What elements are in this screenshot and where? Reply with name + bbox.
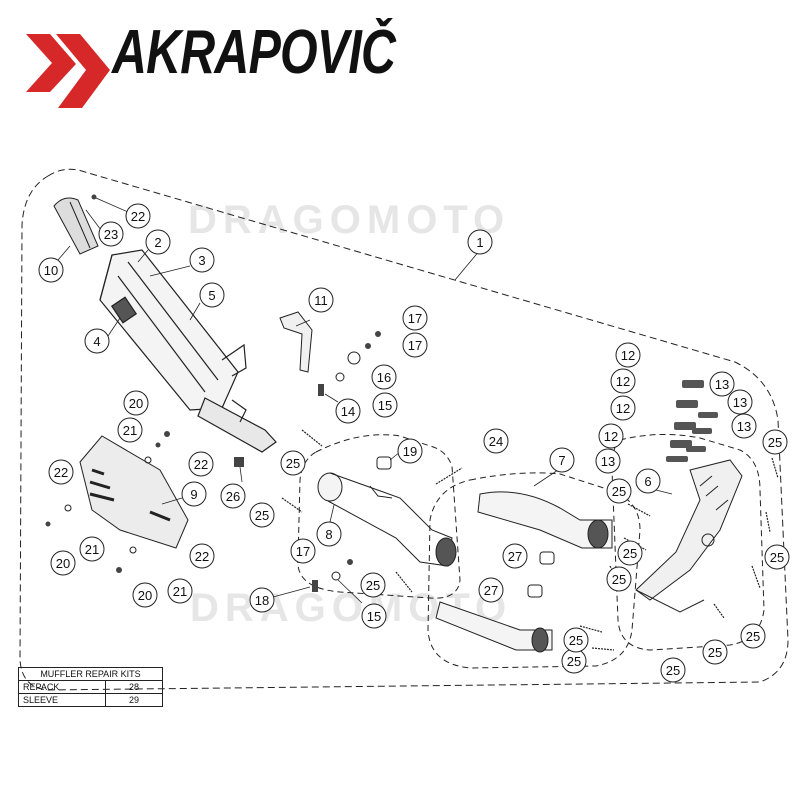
- callout-label: 25: [567, 654, 581, 669]
- callout-label: 27: [508, 549, 522, 564]
- akrapovic-logo-icon: [26, 34, 110, 108]
- kit-label: REPACK: [18, 680, 106, 694]
- callout-label: 3: [198, 253, 205, 268]
- callout-label: 13: [737, 419, 751, 434]
- callout-label: 26: [226, 489, 240, 504]
- callout-label: 22: [194, 457, 208, 472]
- callout-label: 22: [131, 209, 145, 224]
- kit-value: 29: [105, 693, 163, 707]
- callout-label: 23: [104, 227, 118, 242]
- callout-label: 12: [604, 429, 618, 444]
- callout-label: 7: [558, 453, 565, 468]
- heat-shield: [79, 435, 189, 549]
- callout-label: 4: [93, 334, 100, 349]
- callout-label: 17: [408, 338, 422, 353]
- callout-label: 21: [85, 542, 99, 557]
- callout-label: 25: [746, 629, 760, 644]
- link-pipe: [317, 472, 457, 567]
- watermark-top: DRAGOMOTO: [188, 198, 511, 242]
- callout-label: 19: [403, 444, 417, 459]
- callout-label: 27: [484, 583, 498, 598]
- callout-label: 6: [644, 474, 651, 489]
- muffler: [99, 249, 277, 453]
- callout-label: 22: [54, 465, 68, 480]
- callout-label: 21: [123, 423, 137, 438]
- gasket-stack: [666, 380, 718, 462]
- callout-label: 20: [138, 588, 152, 603]
- callout-label: 12: [616, 401, 630, 416]
- callout-label: 20: [56, 556, 70, 571]
- kit-label: SLEEVE: [18, 693, 106, 707]
- callout-label: 22: [195, 549, 209, 564]
- callout-label: 11: [314, 293, 328, 308]
- callout-label: 25: [366, 578, 380, 593]
- table-row: REPACK 28: [18, 680, 163, 694]
- callouts: 1 2 3 4 5 6 7 8 9 10 11 12 12 12 12 13 1…: [38, 203, 790, 683]
- callout-label: 25: [612, 572, 626, 587]
- repair-kits-table: MUFFLER REPAIR KITS REPACK 28 SLEEVE 29: [18, 667, 163, 707]
- header: [635, 459, 743, 613]
- callout-label: 10: [44, 263, 58, 278]
- callout-label: 25: [768, 435, 782, 450]
- repair-kits-title: MUFFLER REPAIR KITS: [18, 667, 163, 681]
- mid-pipe-boundary: [427, 472, 641, 669]
- callout-label: 5: [208, 288, 215, 303]
- callout-label: 24: [489, 434, 503, 449]
- callout-label: 15: [367, 609, 381, 624]
- callout-label: 12: [621, 348, 635, 363]
- callout-label: 20: [129, 396, 143, 411]
- kit-value: 28: [105, 680, 163, 694]
- bracket: [279, 311, 313, 373]
- callout-label: 8: [325, 527, 332, 542]
- callout-label: 13: [715, 377, 729, 392]
- brand-wordmark: AKRAPOVIČ: [112, 18, 396, 87]
- springs: [281, 429, 779, 651]
- end-cap: [53, 197, 99, 255]
- callout-label: 13: [733, 395, 747, 410]
- callout-label: 17: [408, 311, 422, 326]
- table-row: MUFFLER REPAIR KITS: [18, 667, 163, 681]
- table-row: SLEEVE 29: [18, 693, 163, 707]
- callout-label: 25: [286, 456, 300, 471]
- callout-label: 25: [569, 633, 583, 648]
- callout-label: 18: [255, 593, 269, 608]
- callout-label: 25: [623, 546, 637, 561]
- hardware: [45, 194, 555, 598]
- mid-pipe: [435, 491, 613, 653]
- callout-label: 25: [770, 550, 784, 565]
- kit-boundary: [19, 168, 789, 691]
- callout-label: 25: [666, 663, 680, 678]
- callout-label: 2: [154, 235, 161, 250]
- callout-label: 25: [708, 645, 722, 660]
- callout-label: 15: [378, 398, 392, 413]
- callout-label: 12: [616, 374, 630, 389]
- callout-label: 25: [612, 484, 626, 499]
- callout-label: 16: [377, 370, 391, 385]
- callout-label: 25: [255, 508, 269, 523]
- callout-label: 21: [173, 584, 187, 599]
- callout-label: 14: [341, 404, 355, 419]
- callout-label: 9: [190, 487, 197, 502]
- link-pipe-boundary: [297, 434, 461, 599]
- callout-label: 17: [296, 544, 310, 559]
- callout-label: 13: [601, 454, 615, 469]
- callout-label: 1: [476, 235, 483, 250]
